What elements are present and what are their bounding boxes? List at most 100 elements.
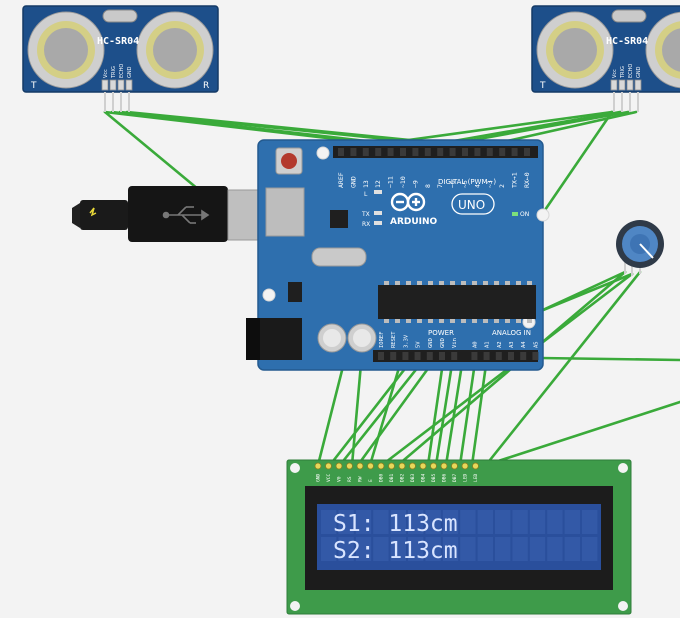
led (374, 190, 382, 194)
header-pin[interactable] (437, 148, 444, 156)
sensor-pin[interactable] (117, 79, 125, 91)
lcd-pin[interactable] (398, 462, 406, 470)
sensor-pin[interactable] (109, 79, 117, 91)
pin-label: AREF (337, 172, 345, 188)
pin-label: 3.3V (403, 334, 409, 348)
header-pin[interactable] (449, 148, 456, 156)
lcd-pin[interactable] (367, 462, 374, 470)
sensor-pin[interactable] (610, 79, 618, 91)
sensor-pin-label: ECHO (628, 64, 634, 78)
header-pin[interactable] (486, 148, 493, 156)
pin-label: ~9 (411, 180, 419, 188)
lcd-pin-label: LED (463, 473, 469, 482)
header-pin[interactable] (402, 352, 409, 360)
lcd-pin-label: GND (316, 473, 322, 482)
lcd-pin[interactable] (461, 462, 469, 470)
pin-label: ~3 (486, 180, 494, 188)
lcd-pin[interactable] (346, 462, 353, 470)
lcd-pin-label: DB6 (442, 473, 448, 482)
led-label: L (364, 191, 368, 198)
header-pin[interactable] (426, 352, 433, 360)
header-pin[interactable] (400, 148, 406, 156)
lcd-pin[interactable] (430, 462, 437, 470)
sensor-pin[interactable] (618, 79, 626, 91)
lcd-pin[interactable] (409, 462, 416, 470)
potentiometer[interactable] (616, 220, 664, 276)
sensor-pin-label: TRIG (111, 66, 117, 79)
on-label: ON (520, 211, 529, 218)
header-pin[interactable] (520, 352, 527, 360)
header-pin[interactable] (532, 352, 539, 360)
header-pin[interactable] (362, 148, 369, 156)
pin-label: RESET (391, 331, 397, 348)
pin-label: 2 (498, 184, 506, 188)
header-pin[interactable] (511, 148, 518, 156)
ultrasonic-sensor-2[interactable]: HC-SR04 T R Vcc TRIG ECHO GND (531, 5, 680, 112)
pin-label: A2 (497, 341, 503, 348)
header-pin[interactable] (524, 148, 530, 156)
pin-label: 5V (416, 341, 422, 348)
header-pin[interactable] (499, 148, 506, 156)
header-pin[interactable] (350, 148, 357, 156)
reset-button[interactable] (275, 147, 303, 175)
microcontroller-chip (378, 285, 536, 319)
pin-label: 8 (424, 184, 432, 188)
pin-label: A1 (485, 341, 491, 348)
lcd-pin[interactable] (472, 462, 479, 470)
sensor-pin[interactable] (125, 79, 133, 91)
lcd-pin[interactable] (451, 462, 458, 470)
sensor-pin[interactable] (634, 79, 642, 91)
dc-power-jack[interactable] (246, 318, 302, 360)
wire[interactable] (484, 400, 680, 467)
wire[interactable] (356, 350, 442, 467)
lcd-pin[interactable] (314, 462, 322, 470)
lcd-pin-label: E (368, 479, 374, 482)
lcd-line-1: S1: 113cm (333, 511, 458, 537)
wire[interactable] (543, 110, 614, 212)
lcd-pin[interactable] (356, 462, 364, 470)
lcd-pin[interactable] (419, 462, 427, 470)
header-pin[interactable] (390, 352, 397, 360)
header-pin[interactable] (495, 352, 502, 360)
ultrasonic-sensor-1[interactable]: HC-SR04 T R Vcc TRIG ECHO GND (22, 5, 219, 112)
lcd-pin-label: LED (473, 473, 479, 482)
header-pin[interactable] (474, 148, 481, 156)
header-pin[interactable] (424, 148, 431, 156)
sensor-pin-label: Vcc (612, 69, 618, 78)
sensor-r-mark: R (203, 81, 209, 91)
wire[interactable] (538, 356, 680, 362)
header-pin[interactable] (375, 148, 382, 156)
sensor-pin[interactable] (101, 79, 109, 91)
pin-label: GND (428, 338, 434, 348)
lcd-pin[interactable] (377, 462, 385, 470)
lcd-pin[interactable] (388, 462, 395, 470)
pin-label: ~10 (399, 176, 407, 188)
header-pin[interactable] (387, 148, 394, 156)
header-pin[interactable] (338, 148, 344, 156)
wire[interactable] (484, 270, 642, 467)
potentiometer-knob-indicator[interactable] (639, 243, 654, 259)
wire[interactable] (338, 350, 432, 467)
header-pin[interactable] (378, 352, 384, 360)
lcd-pin[interactable] (440, 462, 448, 470)
lcd-pin[interactable] (325, 462, 332, 470)
wire[interactable] (328, 350, 420, 467)
lcd-pin[interactable] (335, 462, 343, 470)
sensor-pin[interactable] (626, 79, 634, 91)
header-pin[interactable] (414, 352, 421, 360)
header-pin[interactable] (451, 352, 458, 360)
header-pin[interactable] (471, 352, 478, 360)
pin-label: ~5 (461, 180, 469, 188)
pin-label: ~11 (387, 176, 395, 188)
pin-label: GND (440, 338, 446, 348)
analog-label: ANALOG IN (492, 329, 531, 337)
lcd-pin-label: DB5 (431, 473, 437, 482)
header-pin[interactable] (483, 352, 490, 360)
header-pin[interactable] (412, 148, 419, 156)
header-pin[interactable] (462, 148, 468, 156)
header-pin[interactable] (439, 352, 445, 360)
header-pin[interactable] (508, 352, 514, 360)
led (374, 221, 382, 225)
